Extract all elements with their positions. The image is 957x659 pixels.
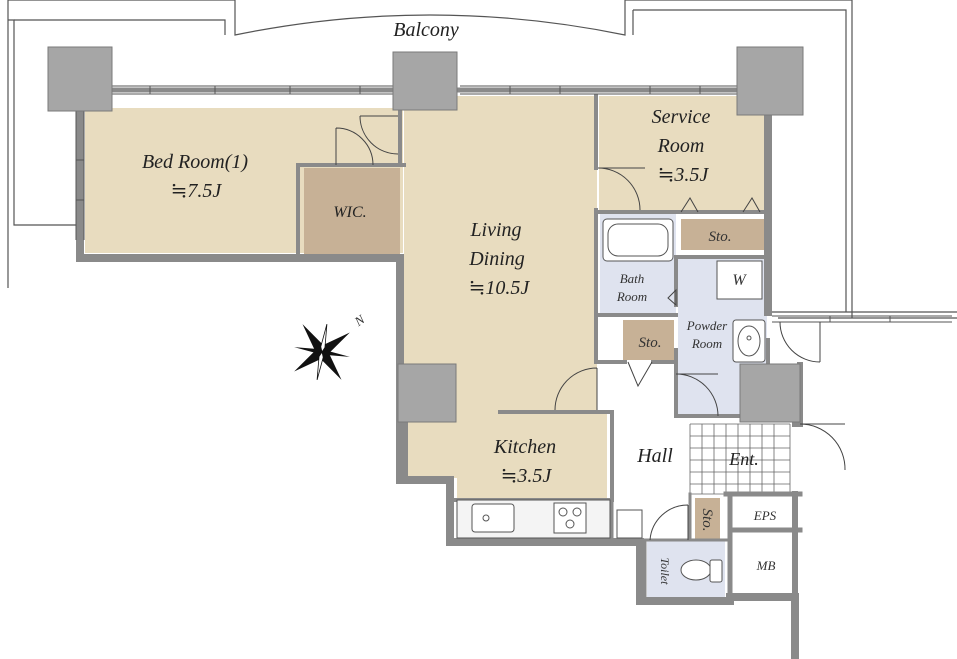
kitchen-size: ≒3.5J: [501, 465, 553, 487]
service-label-1: Service: [652, 106, 711, 128]
small-sto-floor: [695, 498, 720, 542]
kitchen-counter: [456, 499, 643, 539]
eps-label: EPS: [753, 508, 777, 523]
service-label-2: Room: [657, 135, 705, 157]
toilet-icon: [680, 559, 712, 581]
mid-sto-label: Sto.: [639, 335, 662, 351]
service-size: ≒3.5J: [658, 164, 710, 186]
small-sto-label: Sto.: [699, 509, 715, 532]
doors: [335, 115, 846, 541]
room-labels: Balcony Bed Room(1) ≒7.5J WIC. Living Di…: [142, 19, 777, 585]
service-sto-label: Sto.: [709, 229, 732, 245]
hall-label: Hall: [636, 445, 673, 467]
wic-floor: [304, 168, 400, 254]
fixtures: [602, 218, 766, 583]
bedroom-size: ≒7.5J: [171, 180, 223, 202]
living-label: Living: [469, 219, 521, 241]
toilet-label: Toilet: [658, 558, 672, 586]
powder-label-2: Room: [691, 336, 722, 351]
washer-icon: [716, 260, 763, 300]
service-sto-floor: [681, 219, 765, 250]
dining-label: Dining: [468, 248, 525, 270]
powder-label-1: Powder: [686, 318, 728, 333]
balcony-outline: [7, 0, 957, 319]
north-label: N: [351, 311, 369, 330]
north-compass-icon: [294, 324, 350, 380]
columns: [47, 46, 804, 423]
mb-label: MB: [756, 558, 776, 573]
bath-label-2: Room: [616, 289, 647, 304]
mid-sto-floor: [623, 320, 674, 360]
wic-label: WIC.: [333, 204, 366, 221]
entrance-label: Ent.: [728, 449, 759, 469]
balcony-label: Balcony: [393, 19, 459, 41]
kitchen-label: Kitchen: [493, 436, 556, 458]
entrance-tiles: [689, 423, 791, 495]
sink-icon: [471, 503, 515, 533]
washer-label: W: [732, 272, 747, 289]
living-size: ≒10.5J: [469, 277, 531, 299]
bath-label-1: Bath: [620, 271, 645, 286]
windows: [75, 85, 952, 323]
bedroom-label: Bed Room(1): [142, 151, 248, 173]
